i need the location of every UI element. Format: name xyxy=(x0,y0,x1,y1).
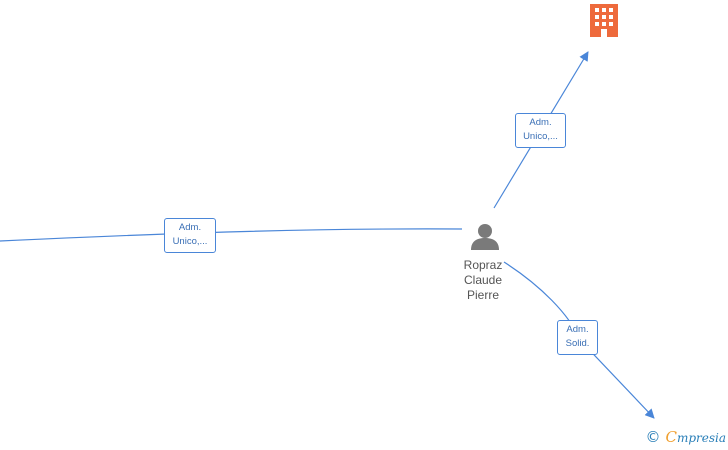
brand-logo-rest: mpresia xyxy=(676,430,726,445)
edge-label-to-bottom-right[interactable]: Adm. Solid. xyxy=(557,320,598,355)
person-name-label[interactable]: Ropraz Claude Pierre xyxy=(438,258,528,303)
person-name-line: Claude xyxy=(463,273,503,287)
brand-logo[interactable]: Cmpresia xyxy=(665,428,726,447)
person-name-line: Ropraz xyxy=(463,258,503,272)
edge-label-line: Adm. xyxy=(178,222,202,233)
edge-label-line: Unico,... xyxy=(172,236,208,247)
person-icon[interactable] xyxy=(471,224,499,250)
edge-line-from-left[interactable] xyxy=(0,228,463,242)
edge-label-from-left[interactable]: Adm. Unico,... xyxy=(164,218,216,253)
edge-label-to-company[interactable]: Adm. Unico,... xyxy=(515,113,566,148)
edge-label-line: Unico,... xyxy=(523,131,558,142)
building-icon[interactable] xyxy=(590,4,618,37)
edge-label-line: Adm. xyxy=(529,117,552,128)
brand-logo-initial: C xyxy=(665,427,677,446)
person-name-line: Pierre xyxy=(466,288,499,302)
copyright-symbol: © xyxy=(645,428,661,446)
brand-footer: © Cmpresia xyxy=(645,428,726,447)
edge-label-line: Solid. xyxy=(565,338,590,349)
edge-label-line: Adm. xyxy=(566,324,589,335)
